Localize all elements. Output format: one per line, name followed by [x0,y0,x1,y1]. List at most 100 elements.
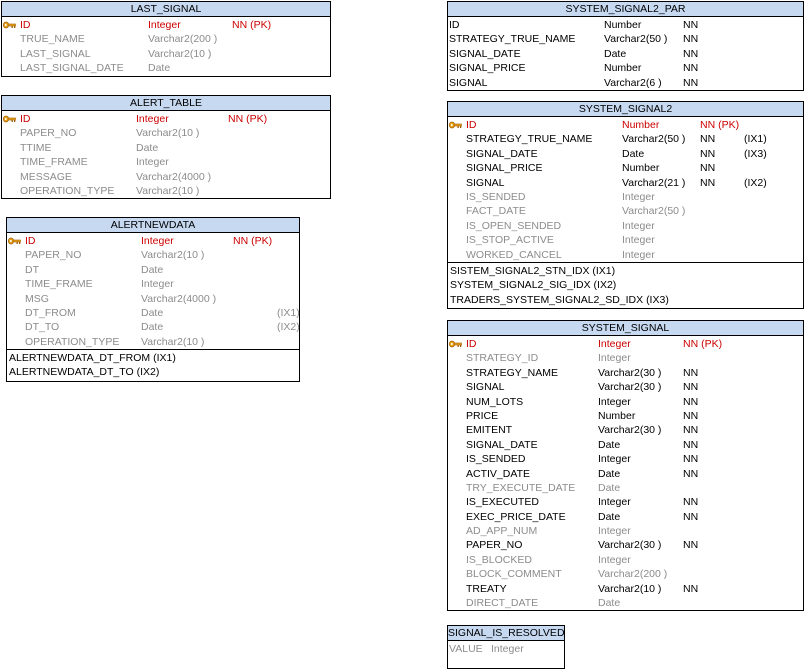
column-index: (IX1) [277,306,300,319]
column-name: DIRECT_DATE [466,597,539,610]
column-type: Varchar2(30 ) [598,366,662,379]
column-constraint: NN (PK) [228,113,268,125]
column-name: SIGNAL_PRICE [449,62,526,75]
column-row: TTIME Date [2,141,330,155]
column-name: IS_SENDED [466,453,526,466]
entity-title: SYSTEM_SIGNAL [448,321,803,336]
column-name: LAST_SIGNAL [20,47,91,60]
index-list: SISTEM_SIGNAL2_STN_IDX (IX1)SYSTEM_SIGNA… [448,261,803,308]
column-type: Date [141,321,164,334]
column-type: Integer [598,453,631,466]
column-row: ID Number NN [448,18,803,32]
column-name: TIME_FRAME [25,278,93,291]
column-type: Integer [622,248,655,261]
column-type: Varchar2(4000 ) [136,170,212,183]
index-item: SYSTEM_SIGNAL2_SIG_IDX (IX2) [450,279,617,292]
column-constraint: NN [683,19,699,31]
column-type: Date [598,438,621,451]
column-row: VALUE Integer [448,642,564,656]
column-type: Varchar2(50 ) [622,205,686,218]
column-row: PAPER_NO Varchar2(10 ) [2,126,330,140]
index-list: ALERTNEWDATA_DT_FROM (IX1)ALERTNEWDATA_D… [7,349,299,381]
column-constraint: NN [700,176,716,189]
column-name: LAST_SIGNAL_DATE [20,62,124,75]
column-type: Integer [148,19,181,31]
column-type: Number [604,19,642,31]
column-type: Date [136,141,159,154]
column-name: AD_APP_NUM [466,525,538,538]
column-name: SIGNAL [449,76,488,89]
column-type: Varchar2(50 ) [604,33,668,46]
column-type: Number [622,119,660,131]
column-name: DT [25,263,39,276]
column-name: SIGNAL [466,176,505,189]
column-type: Date [604,47,627,60]
column-row: AD_APP_NUM Integer [448,524,803,538]
column-name: IS_BLOCKED [466,553,532,566]
column-type: Integer [598,525,631,538]
column-name: STRATEGY_TRUE_NAME [449,33,576,46]
column-name: SIGNAL_DATE [466,438,538,451]
column-name: PAPER_NO [25,249,82,262]
column-type: Number [622,162,660,175]
column-constraint: NN [683,395,699,408]
column-index: (IX3) [744,147,767,160]
column-name: TTIME [20,141,52,154]
column-name: SIGNAL_DATE [449,47,521,60]
column-name: IS_OPEN_SENDED [466,219,562,232]
column-name: ID [466,338,477,350]
column-name: BLOCK_COMMENT [466,568,562,581]
column-name: TRUE_NAME [20,33,85,46]
column-index: (IX2) [744,176,767,189]
column-type: Date [598,510,621,523]
column-type: Varchar2(30 ) [598,539,662,552]
column-name: ID [25,235,36,247]
column-type: Varchar2(10 ) [136,127,200,140]
column-name: ID [449,19,460,31]
column-type: Varchar2(21 ) [622,176,686,189]
column-name: EMITENT [466,424,513,437]
column-constraint: NN [683,424,699,437]
column-type: Integer [491,643,524,655]
column-name: VALUE [449,643,483,655]
column-name: SIGNAL_DATE [466,147,538,160]
column-type: Varchar2(10 ) [148,47,212,60]
column-name: PAPER_NO [20,127,77,140]
column-constraint: NN [683,366,699,379]
column-type: Date [622,147,645,160]
column-type: Varchar2(200 ) [148,33,218,46]
column-type: Integer [622,234,655,247]
column-name: OPERATION_TYPE [25,335,120,348]
column-name: PRICE [466,409,499,422]
column-constraint: NN [683,76,699,89]
index-item: TRADERS_SYSTEM_SIGNAL2_SD_IDX (IX3) [450,293,669,306]
column-name: DT_TO [25,321,60,334]
column-constraint: NN (PK) [700,119,740,131]
column-type: Integer [136,113,169,125]
entity-title: ALERT_TABLE [2,96,330,111]
